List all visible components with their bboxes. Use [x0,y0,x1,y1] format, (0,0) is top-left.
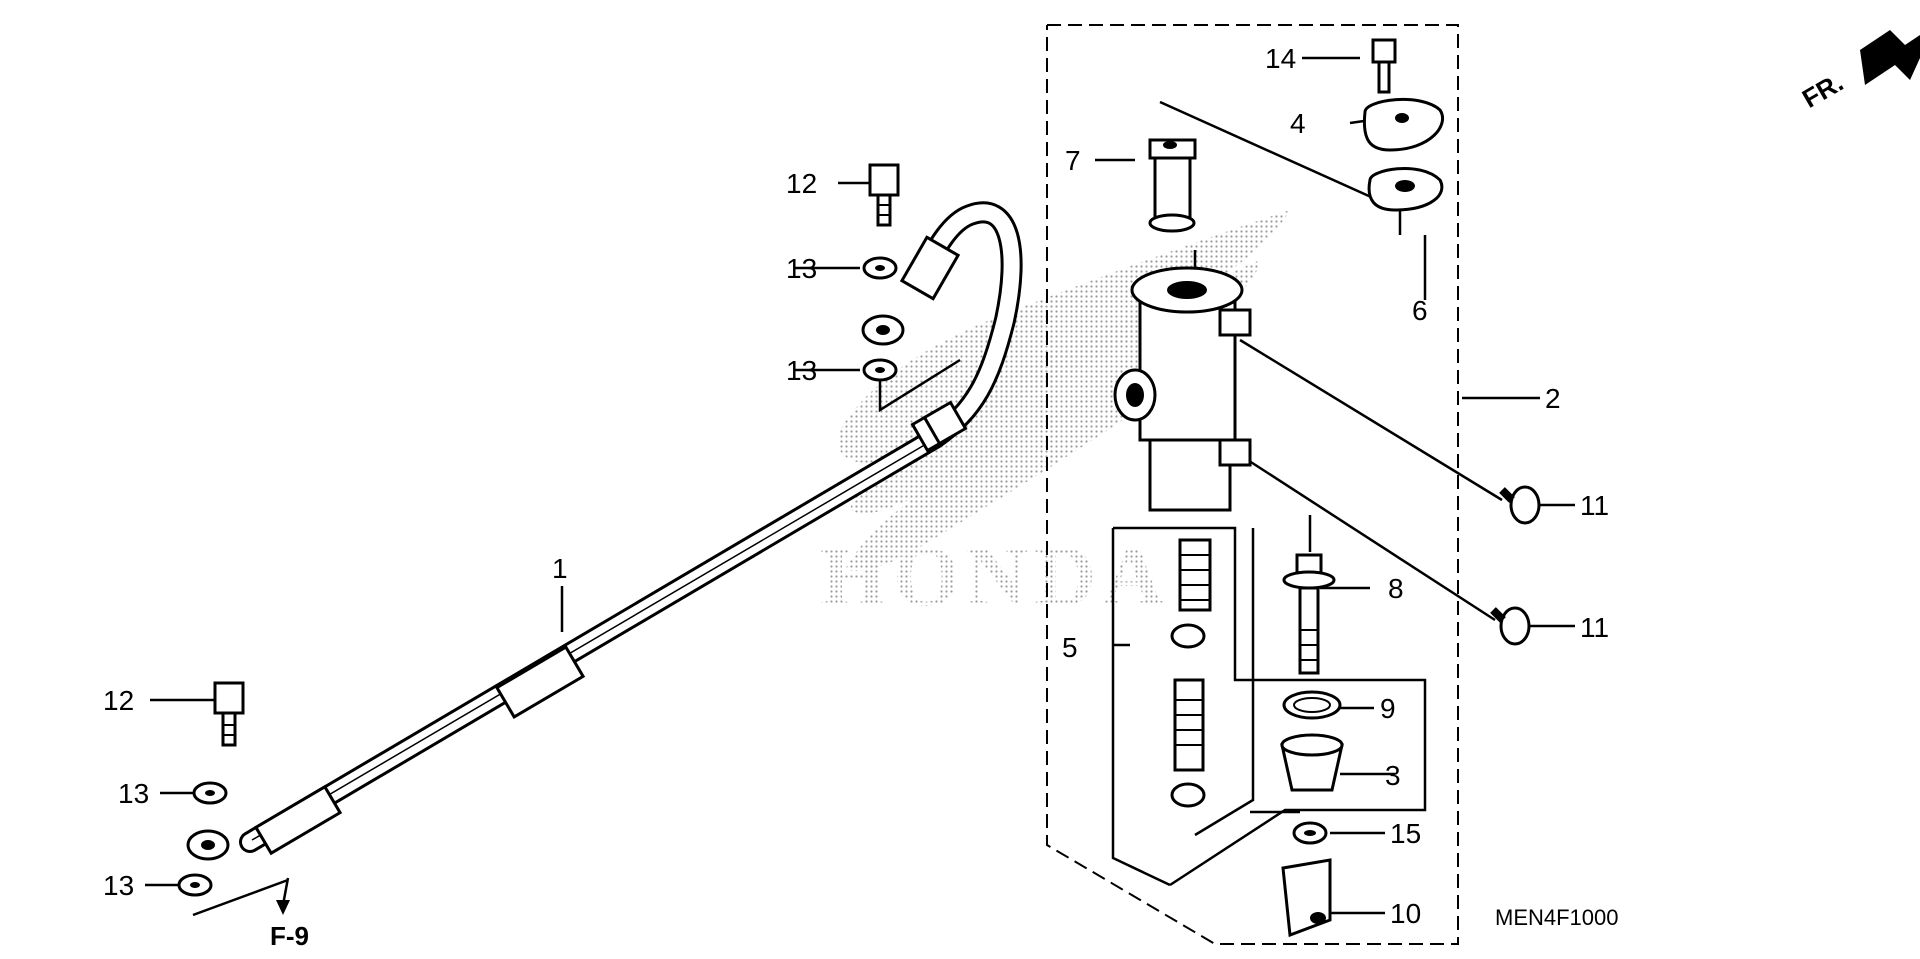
hose-sleeve [494,644,586,720]
reservoir-cover [1362,97,1444,152]
sealing-washer-lower-b [177,873,213,897]
label-4: 4 [1290,108,1306,139]
label-13-lower-a: 13 [118,778,149,809]
master-cylinder-body [1113,266,1252,512]
cover-screw [1371,38,1397,94]
label-6: 6 [1412,295,1428,326]
reservoir-joint [1148,138,1197,233]
honda-watermark-text: HONDA [820,528,1170,624]
hose-end-fitting-lower [253,784,343,856]
front-direction-label: FR. [1797,67,1848,114]
label-10: 10 [1390,898,1421,929]
label-8: 8 [1388,573,1404,604]
label-3: 3 [1385,760,1401,791]
diaphragm-plate [1367,166,1444,212]
mounting-bolt-upper [1499,485,1541,525]
leader-lines [145,56,1575,917]
snap-ring [1282,690,1342,720]
page-reference: F-9 [270,877,309,951]
push-rod [1282,553,1336,675]
sealing-washer-upper-b [862,358,898,382]
mounting-bolt-lower [1490,606,1531,646]
label-12-upper: 12 [786,168,817,199]
assembly-outline [1046,24,1459,945]
piston-set [1170,538,1212,808]
banjo-bolt-upper [868,163,900,227]
label-5: 5 [1062,632,1078,663]
label-13-upper-a: 13 [786,253,817,284]
label-12-lower: 12 [103,685,134,716]
label-13-lower-b: 13 [103,870,134,901]
sealing-washer-lower-a [192,781,228,805]
callout-labels: 1 2 3 4 5 6 7 8 9 10 11 11 12 12 13 13 1… [103,43,1609,929]
label-1: 1 [552,553,568,584]
label-15: 15 [1390,818,1421,849]
brake-hose [186,201,1023,861]
label-9: 9 [1380,693,1396,724]
banjo-bolt-lower [213,681,245,747]
hose-end-fitting-upper [899,235,961,301]
sealing-washer-upper-a [862,256,898,280]
boot [1280,733,1344,792]
label-7: 7 [1065,145,1081,176]
lock-nut [1292,821,1328,845]
label-11-upper: 11 [1580,490,1609,521]
part-code: MEN4F1000 [1495,905,1619,930]
label-11-lower: 11 [1580,612,1609,643]
front-direction-arrow: FR. [1797,30,1920,114]
page-reference-label: F-9 [270,921,309,951]
label-2: 2 [1545,383,1561,414]
push-rod-joint [1281,858,1332,938]
label-14: 14 [1265,43,1296,74]
label-13-upper-b: 13 [786,355,817,386]
